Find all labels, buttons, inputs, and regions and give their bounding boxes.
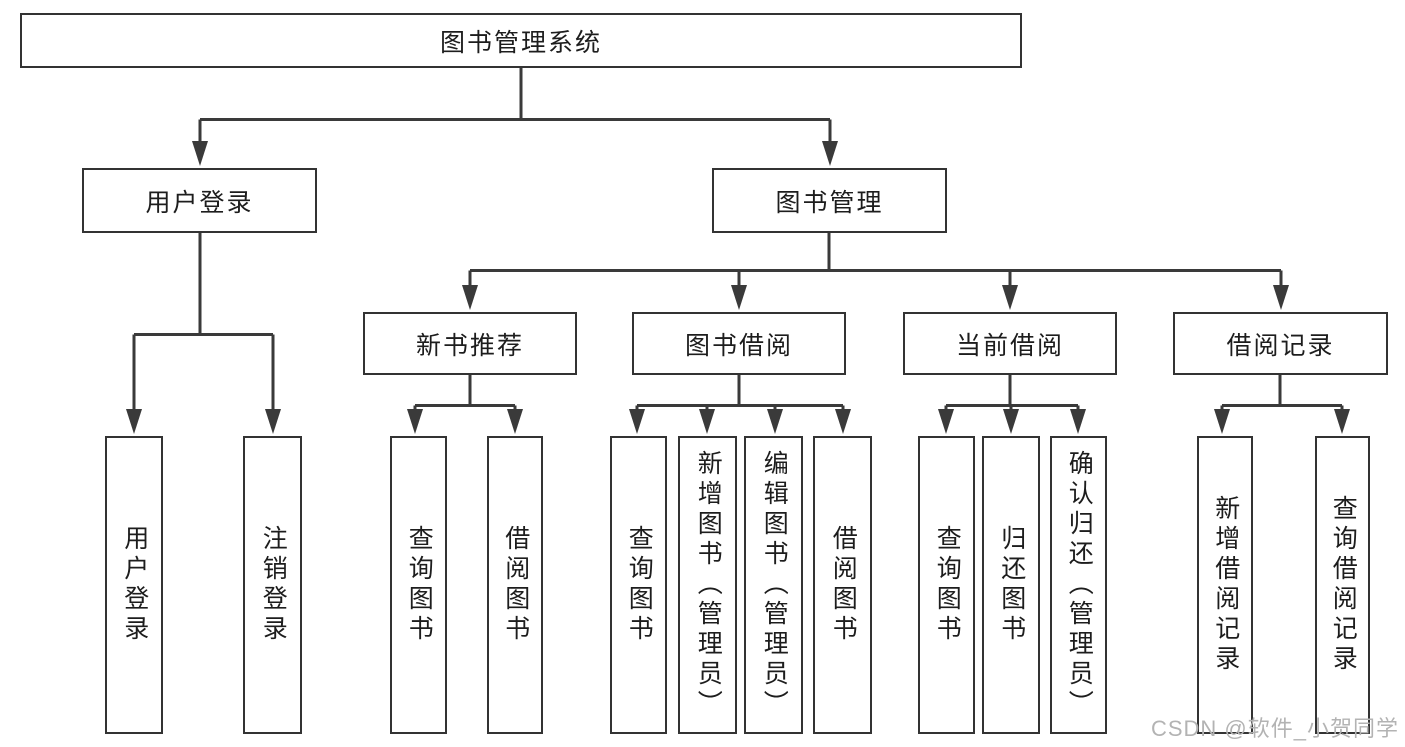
arrow-down-icon bbox=[629, 409, 645, 434]
node-leaf-query-books-recommend: 查询图书 bbox=[390, 436, 447, 734]
node-leaf-return-books: 归还图书 bbox=[982, 436, 1040, 734]
node-current-borrowing: 当前借阅 bbox=[903, 312, 1117, 375]
node-book-borrowing: 图书借阅 bbox=[632, 312, 846, 375]
node-leaf-logout: 注销登录 bbox=[243, 436, 302, 734]
arrow-down-icon bbox=[265, 409, 281, 434]
node-book-management: 图书管理 bbox=[712, 168, 947, 233]
arrow-down-icon bbox=[767, 409, 783, 434]
node-label: 用户登录 bbox=[145, 188, 254, 217]
arrow-down-icon bbox=[822, 141, 838, 166]
node-label: 用户登录 bbox=[120, 525, 149, 645]
node-label: 新增图书（管理员） bbox=[694, 450, 723, 720]
arrow-down-icon bbox=[407, 409, 423, 434]
node-label: 归还图书 bbox=[997, 525, 1026, 645]
arrow-down-icon bbox=[835, 409, 851, 434]
node-label: 借阅图书 bbox=[501, 525, 530, 645]
node-label: 借阅图书 bbox=[829, 525, 858, 645]
node-leaf-add-books-admin: 新增图书（管理员） bbox=[678, 436, 737, 734]
arrow-down-icon bbox=[1002, 285, 1018, 310]
arrow-down-icon bbox=[731, 285, 747, 310]
arrow-down-icon bbox=[938, 409, 954, 434]
node-new-book-recommendation: 新书推荐 bbox=[363, 312, 577, 375]
node-label: 图书管理系统 bbox=[439, 28, 602, 57]
node-label: 借阅记录 bbox=[1226, 331, 1335, 360]
node-root-library-management-system: 图书管理系统 bbox=[20, 13, 1022, 68]
node-label: 查询图书 bbox=[405, 525, 434, 645]
arrow-down-icon bbox=[699, 409, 715, 434]
node-label: 查询图书 bbox=[625, 525, 654, 645]
node-leaf-query-books-borrowing: 查询图书 bbox=[610, 436, 667, 734]
node-label: 确认归还（管理员） bbox=[1065, 450, 1094, 720]
arrow-down-icon bbox=[1334, 409, 1350, 434]
node-leaf-query-borrow-record: 查询借阅记录 bbox=[1315, 436, 1370, 734]
node-borrowing-records: 借阅记录 bbox=[1173, 312, 1388, 375]
arrow-down-icon bbox=[1214, 409, 1230, 434]
node-leaf-borrow-books: 借阅图书 bbox=[813, 436, 872, 734]
node-label: 当前借阅 bbox=[955, 331, 1064, 360]
csdn-watermark: CSDN @软件_小贺同学 bbox=[1150, 716, 1399, 741]
arrow-down-icon bbox=[126, 409, 142, 434]
node-leaf-user-login: 用户登录 bbox=[105, 436, 163, 734]
node-leaf-add-borrow-record: 新增借阅记录 bbox=[1197, 436, 1253, 734]
node-label: 编辑图书（管理员） bbox=[760, 450, 789, 720]
arrow-down-icon bbox=[192, 141, 208, 166]
node-leaf-edit-books-admin: 编辑图书（管理员） bbox=[744, 436, 803, 734]
arrow-down-icon bbox=[1273, 285, 1289, 310]
node-user-login: 用户登录 bbox=[82, 168, 317, 233]
node-label: 注销登录 bbox=[259, 525, 288, 645]
arrow-down-icon bbox=[507, 409, 523, 434]
arrow-down-icon bbox=[462, 285, 478, 310]
node-label: 查询图书 bbox=[933, 525, 962, 645]
node-label: 图书借阅 bbox=[684, 331, 793, 360]
node-leaf-borrow-books-recommend: 借阅图书 bbox=[487, 436, 543, 734]
node-label: 新书推荐 bbox=[415, 331, 524, 360]
node-label: 图书管理 bbox=[775, 188, 884, 217]
arrow-down-icon bbox=[1003, 409, 1019, 434]
arrow-down-icon bbox=[1070, 409, 1086, 434]
arrowheads bbox=[126, 141, 1350, 434]
node-leaf-query-books-current: 查询图书 bbox=[918, 436, 975, 734]
node-label: 查询借阅记录 bbox=[1329, 495, 1358, 675]
node-leaf-confirm-return-admin: 确认归还（管理员） bbox=[1050, 436, 1107, 734]
node-label: 新增借阅记录 bbox=[1211, 495, 1240, 675]
